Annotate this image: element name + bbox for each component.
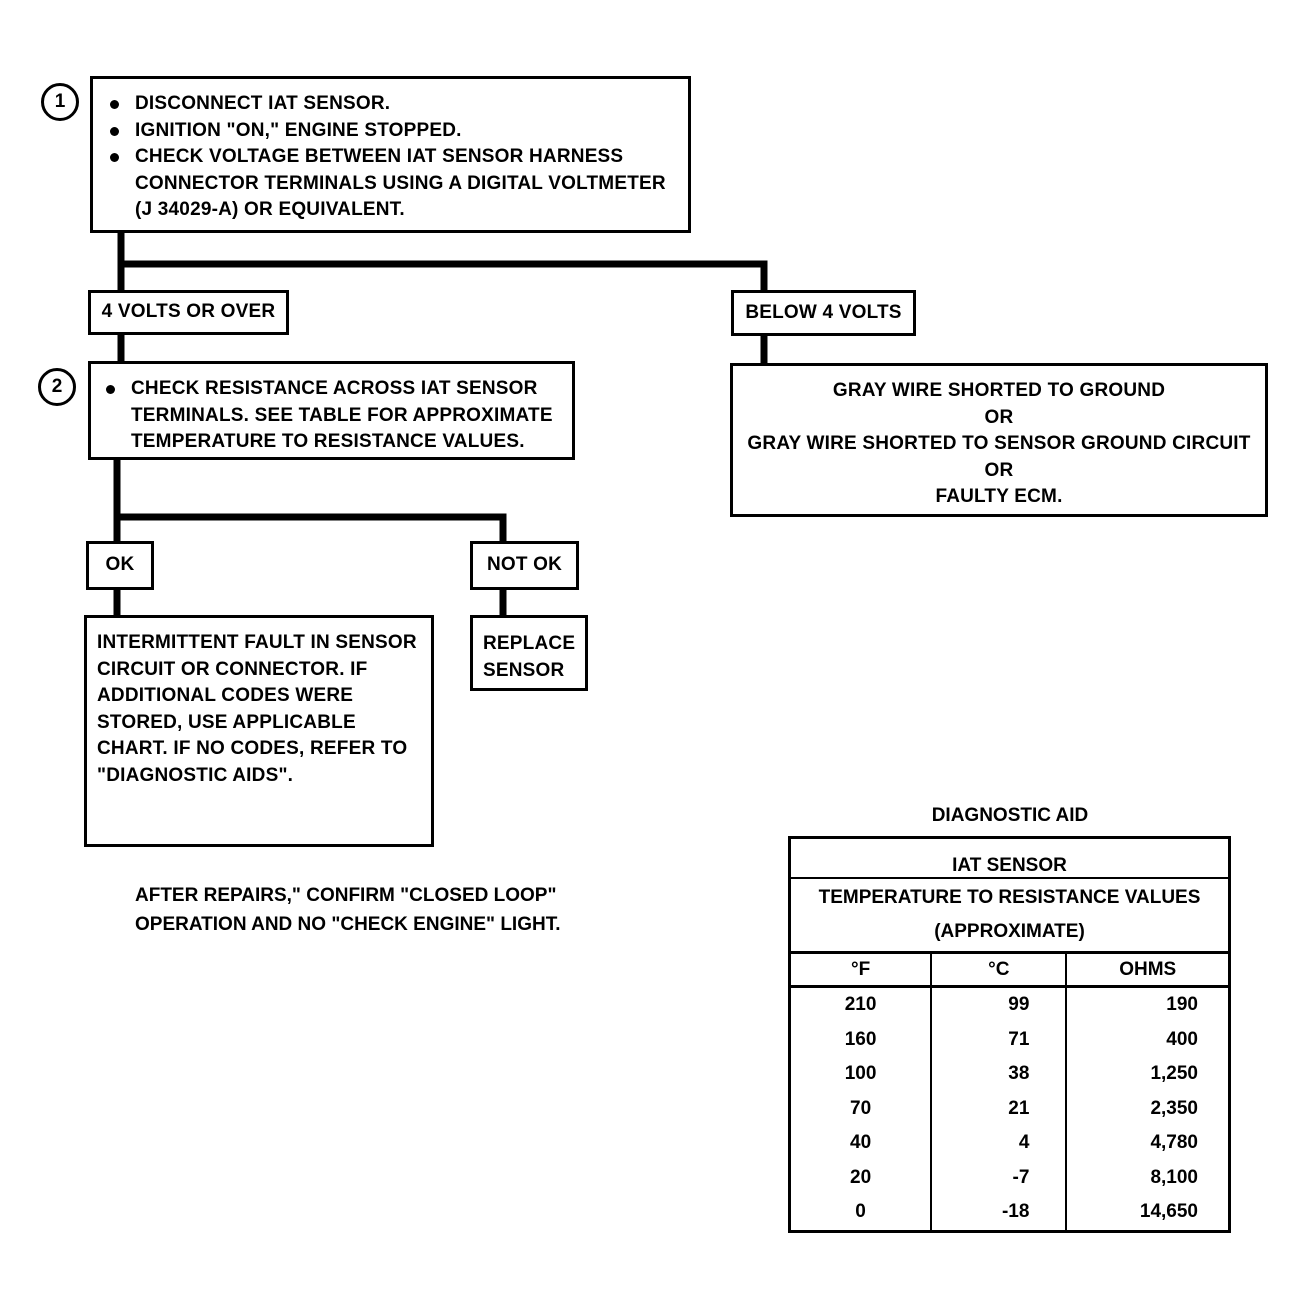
cell-fahrenheit: 210 [789,986,933,1023]
result-not-ok: REPLACE SENSOR [470,615,588,691]
result-below-4-volts: GRAY WIRE SHORTED TO GROUND OR GRAY WIRE… [730,363,1268,517]
step-1-bullet-list: DISCONNECT IAT SENSOR. IGNITION "ON," EN… [103,91,680,224]
cell-ohms: 1,250 [1150,1063,1198,1085]
result-line: OR [984,459,1014,481]
table-subheading: TEMPERATURE TO RESISTANCE VALUES (APPROX… [789,878,1230,954]
table-row: 20 -7 8,100 [789,1160,1230,1195]
cell-ohms: 190 [1166,994,1198,1016]
column-header-celsius: °C [931,952,1068,988]
table-subheading-line: (APPROXIMATE) [934,921,1085,942]
table-row: 160 71 400 [789,1022,1230,1057]
branch-ok: OK [86,541,154,590]
cell-fahrenheit: 160 [789,1022,933,1057]
repair-note: AFTER REPAIRS," CONFIRM "CLOSED LOOP" OP… [135,885,561,935]
step-2-bullet-list: CHECK RESISTANCE ACROSS IAT SENSOR TERMI… [99,376,564,456]
cell-celsius: 4 [931,1126,1068,1161]
step-1-number: 1 [41,83,79,121]
step-1-bullet: DISCONNECT IAT SENSOR. [103,91,680,118]
result-ok: INTERMITTENT FAULT IN SENSOR CIRCUIT OR … [84,615,434,847]
cell-celsius: 99 [931,986,1068,1023]
connector-step2-to-branches [113,455,507,546]
step-1-bullet: IGNITION "ON," ENGINE STOPPED. [103,118,680,145]
step-1-box: DISCONNECT IAT SENSOR. IGNITION "ON," EN… [90,76,691,233]
table-row: 40 4 4,780 [789,1126,1230,1161]
cell-celsius: -18 [931,1195,1068,1231]
result-line: GRAY WIRE SHORTED TO GROUND [832,380,1166,401]
cell-fahrenheit: 70 [789,1091,933,1126]
table-header-row: IAT SENSOR [789,837,1230,879]
result-line: GRAY WIRE SHORTED TO SENSOR GROUND CIRCU… [747,433,1251,454]
result-line: OR [984,406,1014,428]
result-line: FAULTY ECM. [935,486,1063,507]
branch-4-volts-or-over: 4 VOLTS OR OVER [88,290,289,335]
cell-ohms: 400 [1166,1028,1198,1050]
column-header-ohms: OHMS [1066,952,1230,988]
step-2-bullet: CHECK RESISTANCE ACROSS IAT SENSOR TERMI… [99,376,564,456]
cell-ohms: 4,780 [1150,1132,1198,1154]
cell-ohms: 14,650 [1139,1201,1198,1223]
diagnostic-aid-title: DIAGNOSTIC AID [931,805,1089,826]
table-row: 70 21 2,350 [789,1091,1230,1126]
cell-celsius: 21 [931,1091,1068,1126]
cell-celsius: 38 [931,1057,1068,1092]
cell-ohms: 8,100 [1150,1166,1198,1188]
table-row: 0 -18 14,650 [789,1195,1230,1231]
cell-fahrenheit: 100 [789,1057,933,1092]
step-2-box: CHECK RESISTANCE ACROSS IAT SENSOR TERMI… [88,361,575,460]
cell-fahrenheit: 40 [789,1126,933,1161]
cell-fahrenheit: 0 [789,1195,933,1231]
column-header-fahrenheit: °F [789,952,933,988]
table-heading: IAT SENSOR [789,837,1230,879]
table-row: 100 38 1,250 [789,1057,1230,1092]
table-column-header-row: °F °C OHMS [789,952,1230,988]
table-subheading-line: TEMPERATURE TO RESISTANCE VALUES [818,887,1201,908]
table-row: 210 99 190 [789,986,1230,1023]
cell-ohms: 2,350 [1150,1097,1198,1119]
branch-not-ok: NOT OK [470,541,579,590]
iat-sensor-table: IAT SENSOR TEMPERATURE TO RESISTANCE VAL… [788,836,1231,1233]
step-1-bullet: CHECK VOLTAGE BETWEEN IAT SENSOR HARNESS… [103,144,680,224]
cell-celsius: -7 [931,1160,1068,1195]
connector-step1-to-branches [117,228,768,295]
table-header-row: TEMPERATURE TO RESISTANCE VALUES (APPROX… [789,878,1230,954]
cell-celsius: 71 [931,1022,1068,1057]
branch-below-4-volts: BELOW 4 VOLTS [731,290,916,336]
cell-fahrenheit: 20 [789,1160,933,1195]
step-2-number: 2 [38,368,76,406]
